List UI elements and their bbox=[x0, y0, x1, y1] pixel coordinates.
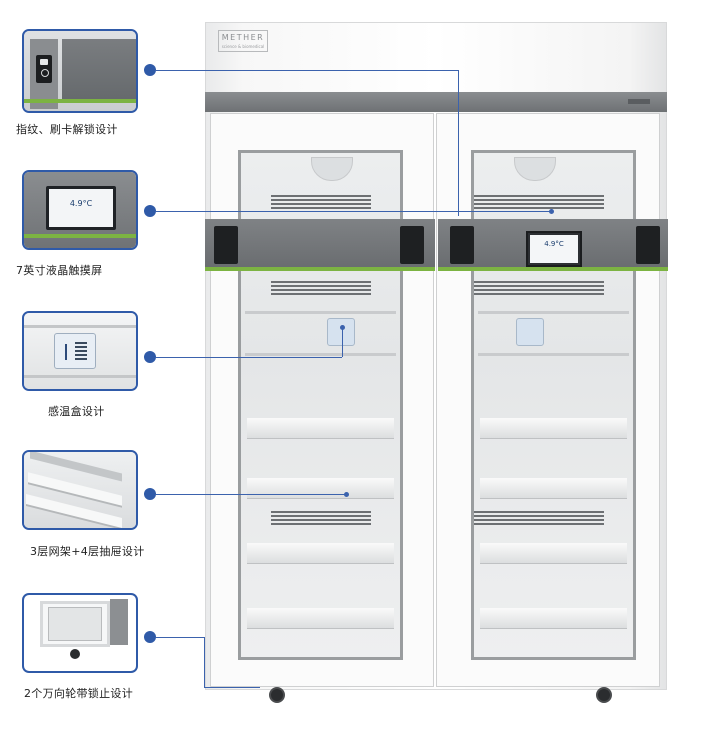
fingerprint-lock-icon bbox=[36, 55, 52, 83]
feature-marker-wheels bbox=[144, 631, 156, 643]
left-control-band bbox=[205, 219, 435, 271]
right-sensor-box bbox=[516, 318, 544, 346]
feature-thumb-screen: 4.9°C bbox=[22, 170, 138, 250]
feature-marker-lock bbox=[144, 64, 156, 76]
touchscreen-icon: 4.9°C bbox=[46, 186, 116, 230]
feature-thumb-lock bbox=[22, 29, 138, 113]
feature-marker-screen bbox=[144, 205, 156, 217]
caster-wheel-right bbox=[596, 687, 612, 703]
brand-tagline: science & biomedical bbox=[221, 44, 265, 49]
temperature-sensor-icon bbox=[54, 333, 96, 369]
feature-marker-shelves bbox=[144, 488, 156, 500]
caster-wheel-icon bbox=[70, 649, 80, 659]
brand-logo-text: METHER bbox=[221, 33, 265, 42]
feature-caption-sensor: 感温盒设计 bbox=[48, 405, 105, 418]
left-door-handle-a[interactable] bbox=[214, 226, 238, 264]
model-badge bbox=[628, 99, 650, 104]
fan-icon bbox=[311, 157, 353, 181]
feature-thumb-wheels bbox=[22, 593, 138, 673]
fan-icon-right bbox=[514, 157, 556, 181]
screen-temperature: 4.9°C bbox=[544, 240, 564, 248]
right-door-glass bbox=[471, 150, 636, 660]
left-door-handle-b[interactable] bbox=[400, 226, 424, 264]
left-sensor-box bbox=[327, 318, 355, 346]
right-door-handle-b[interactable] bbox=[636, 226, 660, 264]
feature-caption-screen: 7英寸液晶触摸屏 bbox=[16, 264, 103, 277]
brand-logo: METHER science & biomedical bbox=[218, 30, 268, 52]
top-control-bar bbox=[205, 92, 667, 112]
feature-caption-wheels: 2个万向轮带锁止设计 bbox=[24, 687, 133, 700]
caster-wheel-left bbox=[269, 687, 285, 703]
thumb-screen-temp: 4.9°C bbox=[69, 199, 93, 208]
feature-thumb-sensor bbox=[22, 311, 138, 391]
feature-thumb-shelves bbox=[22, 450, 138, 530]
feature-caption-shelves: 3层网架+4层抽屉设计 bbox=[30, 545, 145, 558]
touchscreen-display[interactable]: 4.9°C bbox=[526, 231, 582, 267]
shelves-drawers-icon bbox=[24, 452, 136, 528]
feature-marker-sensor bbox=[144, 351, 156, 363]
right-door-handle-a[interactable] bbox=[450, 226, 474, 264]
feature-caption-lock: 指纹、刷卡解锁设计 bbox=[16, 123, 118, 136]
